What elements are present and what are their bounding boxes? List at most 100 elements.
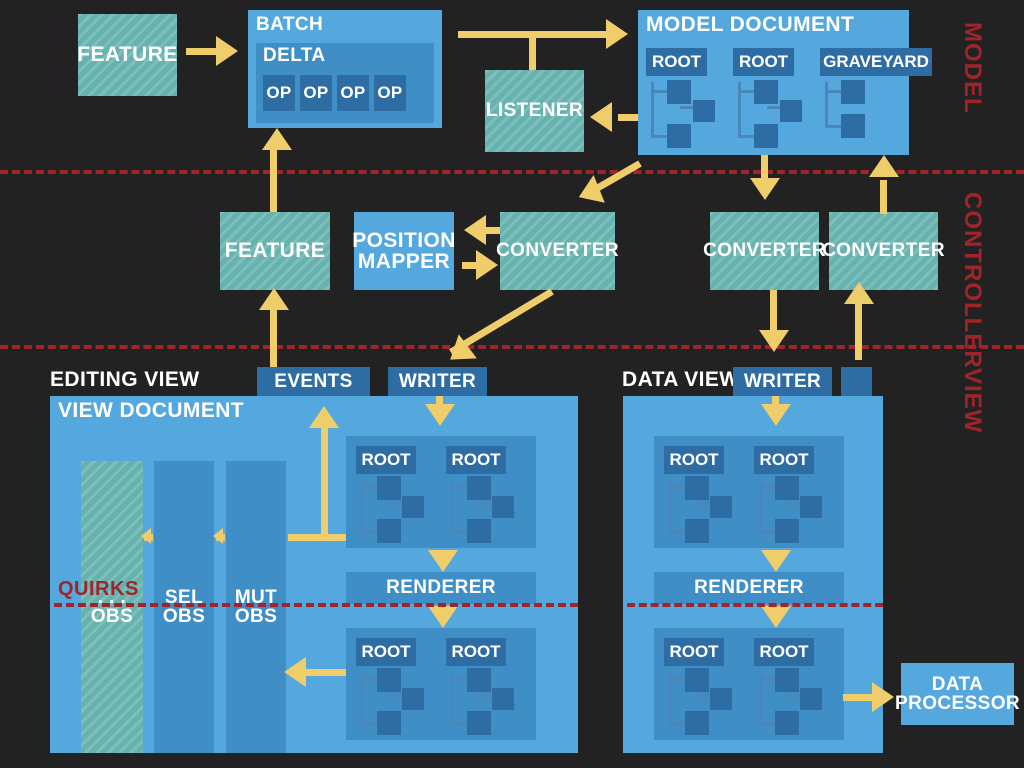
arrowhead-model-document-to-converter-center — [573, 174, 605, 212]
view-document-panel[interactable]: VIEW DOCUMENT . . . OBS SEL OBS MUT OBS … — [50, 396, 578, 753]
batch-box[interactable]: BATCH DELTA OP OP OP OP — [248, 10, 442, 128]
editing-root-tree — [448, 668, 533, 735]
data-view-quirks-separator — [627, 603, 883, 607]
obs-column-mut[interactable]: MUT OBS — [226, 461, 286, 753]
band-separator-model-controller — [0, 170, 1024, 174]
arrowhead-data-roots-to-renderer — [761, 550, 791, 572]
data-root-tree — [756, 476, 841, 543]
arrowhead-data-view-to-converter-b — [844, 282, 874, 304]
arrow-ctrl-feature-to-batch-stem — [270, 148, 277, 172]
arrowhead-editing-renderer-to-roots — [428, 606, 458, 628]
data-root-tree — [756, 668, 841, 735]
arrowhead-data-view-to-data-processor — [872, 682, 894, 712]
op-box[interactable]: OP — [337, 75, 369, 111]
editing-root-label[interactable]: ROOT — [446, 446, 506, 474]
model-root-label[interactable]: ROOT — [733, 48, 794, 76]
arrow-model-document-to-converter-a — [761, 155, 768, 183]
data-processor-box[interactable]: DATA PROCESSOR — [895, 663, 1020, 725]
arrowhead-ctrl-feature-to-batch — [262, 128, 292, 150]
arrow-converter-a-to-data-writer — [770, 290, 777, 336]
editing-roots-bottom-panel[interactable]: ROOT ROOT — [346, 628, 536, 740]
arrow-writer-to-editing-roots-stem — [436, 396, 443, 408]
arrow-data-view-to-data-processor — [843, 694, 877, 701]
arrow-obs-bus-to-events — [288, 534, 348, 541]
position-mapper-box[interactable]: POSITION MAPPER — [352, 212, 455, 290]
editing-writer-tab[interactable]: WRITER — [388, 367, 487, 396]
converter-data-in-box[interactable]: CONVERTER — [822, 212, 945, 290]
data-root-label[interactable]: ROOT — [664, 638, 724, 666]
converter-data-out-box[interactable]: CONVERTER — [703, 212, 826, 290]
arrow-obs-bus-to-events-stem — [321, 428, 328, 536]
arrowhead-editing-bottom-roots-to-obs — [284, 657, 306, 687]
arrow-converter-to-position-mapper — [486, 227, 502, 234]
delta-box[interactable]: DELTA OP OP OP OP — [256, 43, 434, 123]
arrowhead-obs-bus-to-events — [309, 406, 339, 428]
editing-events-tab[interactable]: EVENTS — [257, 367, 370, 396]
data-view-panel[interactable]: ROOT ROOT RENDERER — [623, 396, 883, 753]
arrowhead-events-to-ctrl-feature — [259, 288, 289, 310]
model-document-title: MODEL DOCUMENT — [646, 13, 855, 36]
arrow-model-document-to-listener — [618, 114, 642, 121]
band-separator-controller-view — [0, 345, 1024, 349]
editing-root-label[interactable]: ROOT — [356, 638, 416, 666]
controller-feature-box[interactable]: FEATURE — [220, 212, 330, 290]
band-label-controller: CONTROLLER — [959, 192, 986, 369]
arrowhead-batch-to-model-document — [606, 19, 628, 49]
converter-center-box[interactable]: CONVERTER — [496, 212, 619, 290]
arrow-ctrl-feature-to-batch-line — [270, 168, 277, 218]
band-label-view: VIEW — [959, 368, 986, 434]
data-root-tree — [666, 476, 751, 543]
batch-title: BATCH — [256, 14, 324, 35]
arrow-converter-b-to-model-document — [880, 180, 887, 214]
model-root-tree — [735, 78, 815, 148]
arrow-data-writer-to-roots-stem — [772, 396, 779, 408]
editing-root-label[interactable]: ROOT — [356, 446, 416, 474]
arrowhead-feature-to-batch — [216, 36, 238, 66]
model-graveyard-label[interactable]: GRAVEYARD — [820, 48, 932, 76]
model-root-label[interactable]: ROOT — [646, 48, 707, 76]
data-roots-top-panel[interactable]: ROOT ROOT — [654, 436, 844, 548]
op-box[interactable]: OP — [300, 75, 332, 111]
data-renderer-box[interactable]: RENDERER — [654, 572, 844, 604]
model-document-box[interactable]: MODEL DOCUMENT ROOT ROOT GRAVEYARD — [638, 10, 932, 155]
arrow-events-to-ctrl-feature-line — [270, 300, 277, 370]
data-writer-tab[interactable]: WRITER — [733, 367, 832, 396]
editing-root-label[interactable]: ROOT — [446, 638, 506, 666]
data-view-extra-tab[interactable] — [841, 367, 872, 396]
obs-column-generic[interactable]: . . . OBS — [81, 461, 143, 753]
delta-title: DELTA — [263, 45, 326, 66]
view-document-title: VIEW DOCUMENT — [58, 399, 245, 422]
editing-renderer-box[interactable]: RENDERER — [346, 572, 536, 604]
model-root-tree — [648, 78, 728, 148]
op-box[interactable]: OP — [263, 75, 295, 111]
arrow-feature-to-batch — [186, 48, 218, 55]
model-graveyard-tree — [822, 78, 902, 148]
editing-root-tree — [358, 476, 443, 543]
obs-column-sel[interactable]: SEL OBS — [154, 461, 214, 753]
data-root-tree — [666, 668, 751, 735]
arrowhead-writer-to-editing-roots — [425, 404, 455, 426]
arrow-data-view-to-converter-b — [855, 300, 862, 360]
arrow-position-mapper-to-converter — [462, 262, 478, 269]
data-root-label[interactable]: ROOT — [754, 638, 814, 666]
arrowhead-model-document-to-converter-a — [750, 178, 780, 200]
data-root-label[interactable]: ROOT — [754, 446, 814, 474]
quirks-separator — [54, 603, 578, 607]
arrowhead-editing-roots-to-renderer — [428, 550, 458, 572]
arrow-editing-bottom-roots-to-obs — [306, 669, 346, 676]
editing-roots-top-panel[interactable]: ROOT ROOT — [346, 436, 536, 548]
arrowhead-data-renderer-to-roots — [761, 606, 791, 628]
editing-root-tree — [448, 476, 533, 543]
editing-view-title: EDITING VIEW — [50, 368, 200, 391]
data-roots-bottom-panel[interactable]: ROOT ROOT — [654, 628, 844, 740]
editing-root-tree — [358, 668, 443, 735]
listener-box[interactable]: LISTENER — [485, 70, 584, 152]
arrowhead-obs-generic-to-sel — [141, 528, 151, 544]
op-box[interactable]: OP — [374, 75, 406, 111]
arrowhead-data-writer-to-roots — [761, 404, 791, 426]
arrowhead-converter-b-to-model-document — [869, 155, 899, 177]
data-root-label[interactable]: ROOT — [664, 446, 724, 474]
model-feature-box[interactable]: FEATURE — [77, 14, 177, 96]
arrowhead-model-document-to-listener — [590, 102, 612, 132]
